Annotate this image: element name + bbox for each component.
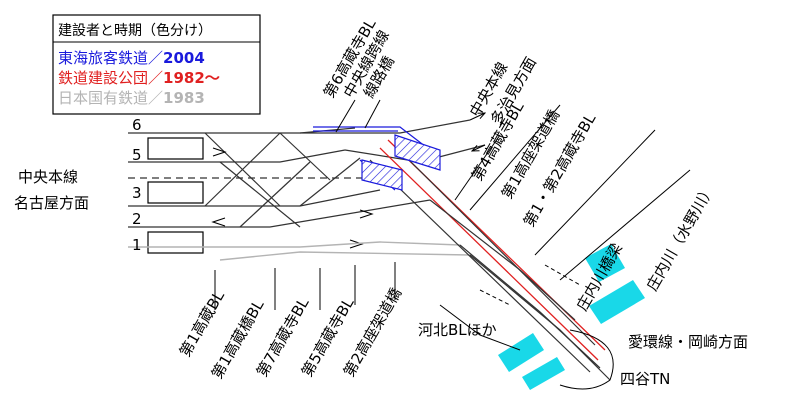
crossover-b	[204, 132, 281, 207]
tajimi-line-upper	[300, 119, 471, 134]
aikan-black-3	[429, 199, 576, 321]
river-labels: 庄内川橋梁 庄内川（水野川）	[573, 181, 719, 314]
track-1-lower	[219, 251, 471, 261]
leader-kahoku	[439, 304, 521, 351]
nagoya-direction: 名古屋方面	[14, 194, 89, 212]
aikan-tracks	[369, 154, 611, 381]
leader-bridge	[364, 99, 381, 129]
leader-1st-koza	[469, 104, 561, 211]
river-band-2	[589, 280, 645, 324]
legend-sep: ／	[148, 89, 163, 107]
platform-1-2	[147, 231, 204, 254]
label-shonai-river: 庄内川（水野川）	[643, 181, 719, 294]
leader-lines-top	[335, 99, 691, 281]
nagoya-line: 中央本線	[18, 168, 78, 186]
platforms	[147, 137, 204, 254]
legend-year-jrcc: 1982〜	[163, 69, 220, 87]
aikan-black-2	[369, 159, 591, 373]
label-yotsuya-tunnel: 四谷TN	[620, 370, 670, 388]
jrc-bridge	[313, 126, 441, 191]
arrow-tajimi-up	[469, 113, 485, 121]
aikan-red-2	[379, 147, 599, 361]
track-numbers: 6 5 3 2 1	[132, 116, 142, 254]
track-number-2: 2	[132, 210, 142, 228]
track-number-1: 1	[132, 236, 142, 254]
legend-entry-jrcc: 鉄道建設公団／1982〜	[58, 69, 220, 87]
track-1	[128, 241, 461, 248]
bridge-blue-upper	[313, 126, 431, 151]
track-arrows	[211, 113, 486, 249]
leader-1-2-bl	[534, 129, 656, 256]
arrow-track-1	[349, 239, 364, 249]
legend: 建設者と時期（色分け） 東海旅客鉄道／2004 鉄道建設公団／1982〜 日本国…	[52, 14, 261, 115]
track-2	[128, 199, 431, 228]
okazaki-direction: 愛環線・岡崎方面	[628, 333, 748, 351]
leader-river	[559, 169, 691, 281]
river-band-4	[522, 357, 565, 390]
top-labels: 第6高蔵寺BL 中央線跨線 線路橋 第4高蔵寺BL 第1高座架道橋 第1・第2高…	[320, 15, 600, 230]
river-band-3	[498, 333, 544, 372]
bridge-deck-1	[394, 134, 441, 171]
river-hatching	[498, 244, 645, 390]
legend-builder-jrcc: 鉄道建設公団	[58, 69, 148, 87]
legend-builder-jnr: 日本国有鉄道	[58, 89, 148, 107]
track-number-5: 5	[132, 146, 142, 164]
track-number-3: 3	[132, 184, 142, 202]
station-tracks	[128, 119, 486, 228]
platform-5-6	[147, 137, 204, 160]
aikan-black-5	[469, 254, 611, 381]
arrow-track-3	[359, 209, 374, 219]
leader-4th-bl	[454, 134, 501, 201]
legend-entry-jrc: 東海旅客鉄道／2004	[58, 49, 205, 67]
legend-builder-jrc: 東海旅客鉄道	[58, 49, 148, 67]
arrow-track-5	[212, 147, 227, 157]
arrow-tajimi-down	[472, 144, 486, 151]
platform-3	[147, 181, 204, 204]
legend-sep: ／	[148, 49, 163, 67]
crossover-d	[239, 161, 311, 228]
leader-lines-bottom	[214, 262, 614, 390]
label-kahoku-bl: 河北BLほか	[418, 321, 497, 339]
legend-title: 建設者と時期（色分け）	[58, 22, 212, 39]
tunnel-curve	[559, 329, 614, 390]
leader-6th-bl	[335, 99, 356, 133]
track-number-6: 6	[132, 116, 142, 134]
legend-year-jrc: 2004	[163, 49, 205, 67]
label-1st-kura-bl: 第1高蔵BL	[176, 287, 229, 360]
bridge-deck-2	[361, 159, 403, 191]
legend-box	[52, 14, 261, 115]
dashed-boundary-2	[479, 289, 511, 306]
aikan-black-1	[403, 154, 596, 346]
crossover-f	[299, 157, 361, 207]
legend-entry-jnr: 日本国有鉄道／1983	[58, 89, 205, 107]
river-band-1	[585, 244, 625, 282]
track-5	[128, 149, 346, 163]
legend-year-jnr: 1983	[163, 89, 205, 107]
jnr-tracks	[128, 241, 471, 261]
bottom-labels: 第1高蔵BL 第1高蔵橋BL 第7高蔵寺BL 第5高蔵寺BL 第2高座架道橋	[176, 285, 405, 382]
legend-sep: ／	[148, 69, 163, 87]
crossover-c	[219, 161, 301, 228]
other-labels: 河北BLほか 四谷TN	[418, 321, 670, 388]
crossover-e	[279, 132, 331, 181]
arrow-track-2	[211, 217, 226, 227]
